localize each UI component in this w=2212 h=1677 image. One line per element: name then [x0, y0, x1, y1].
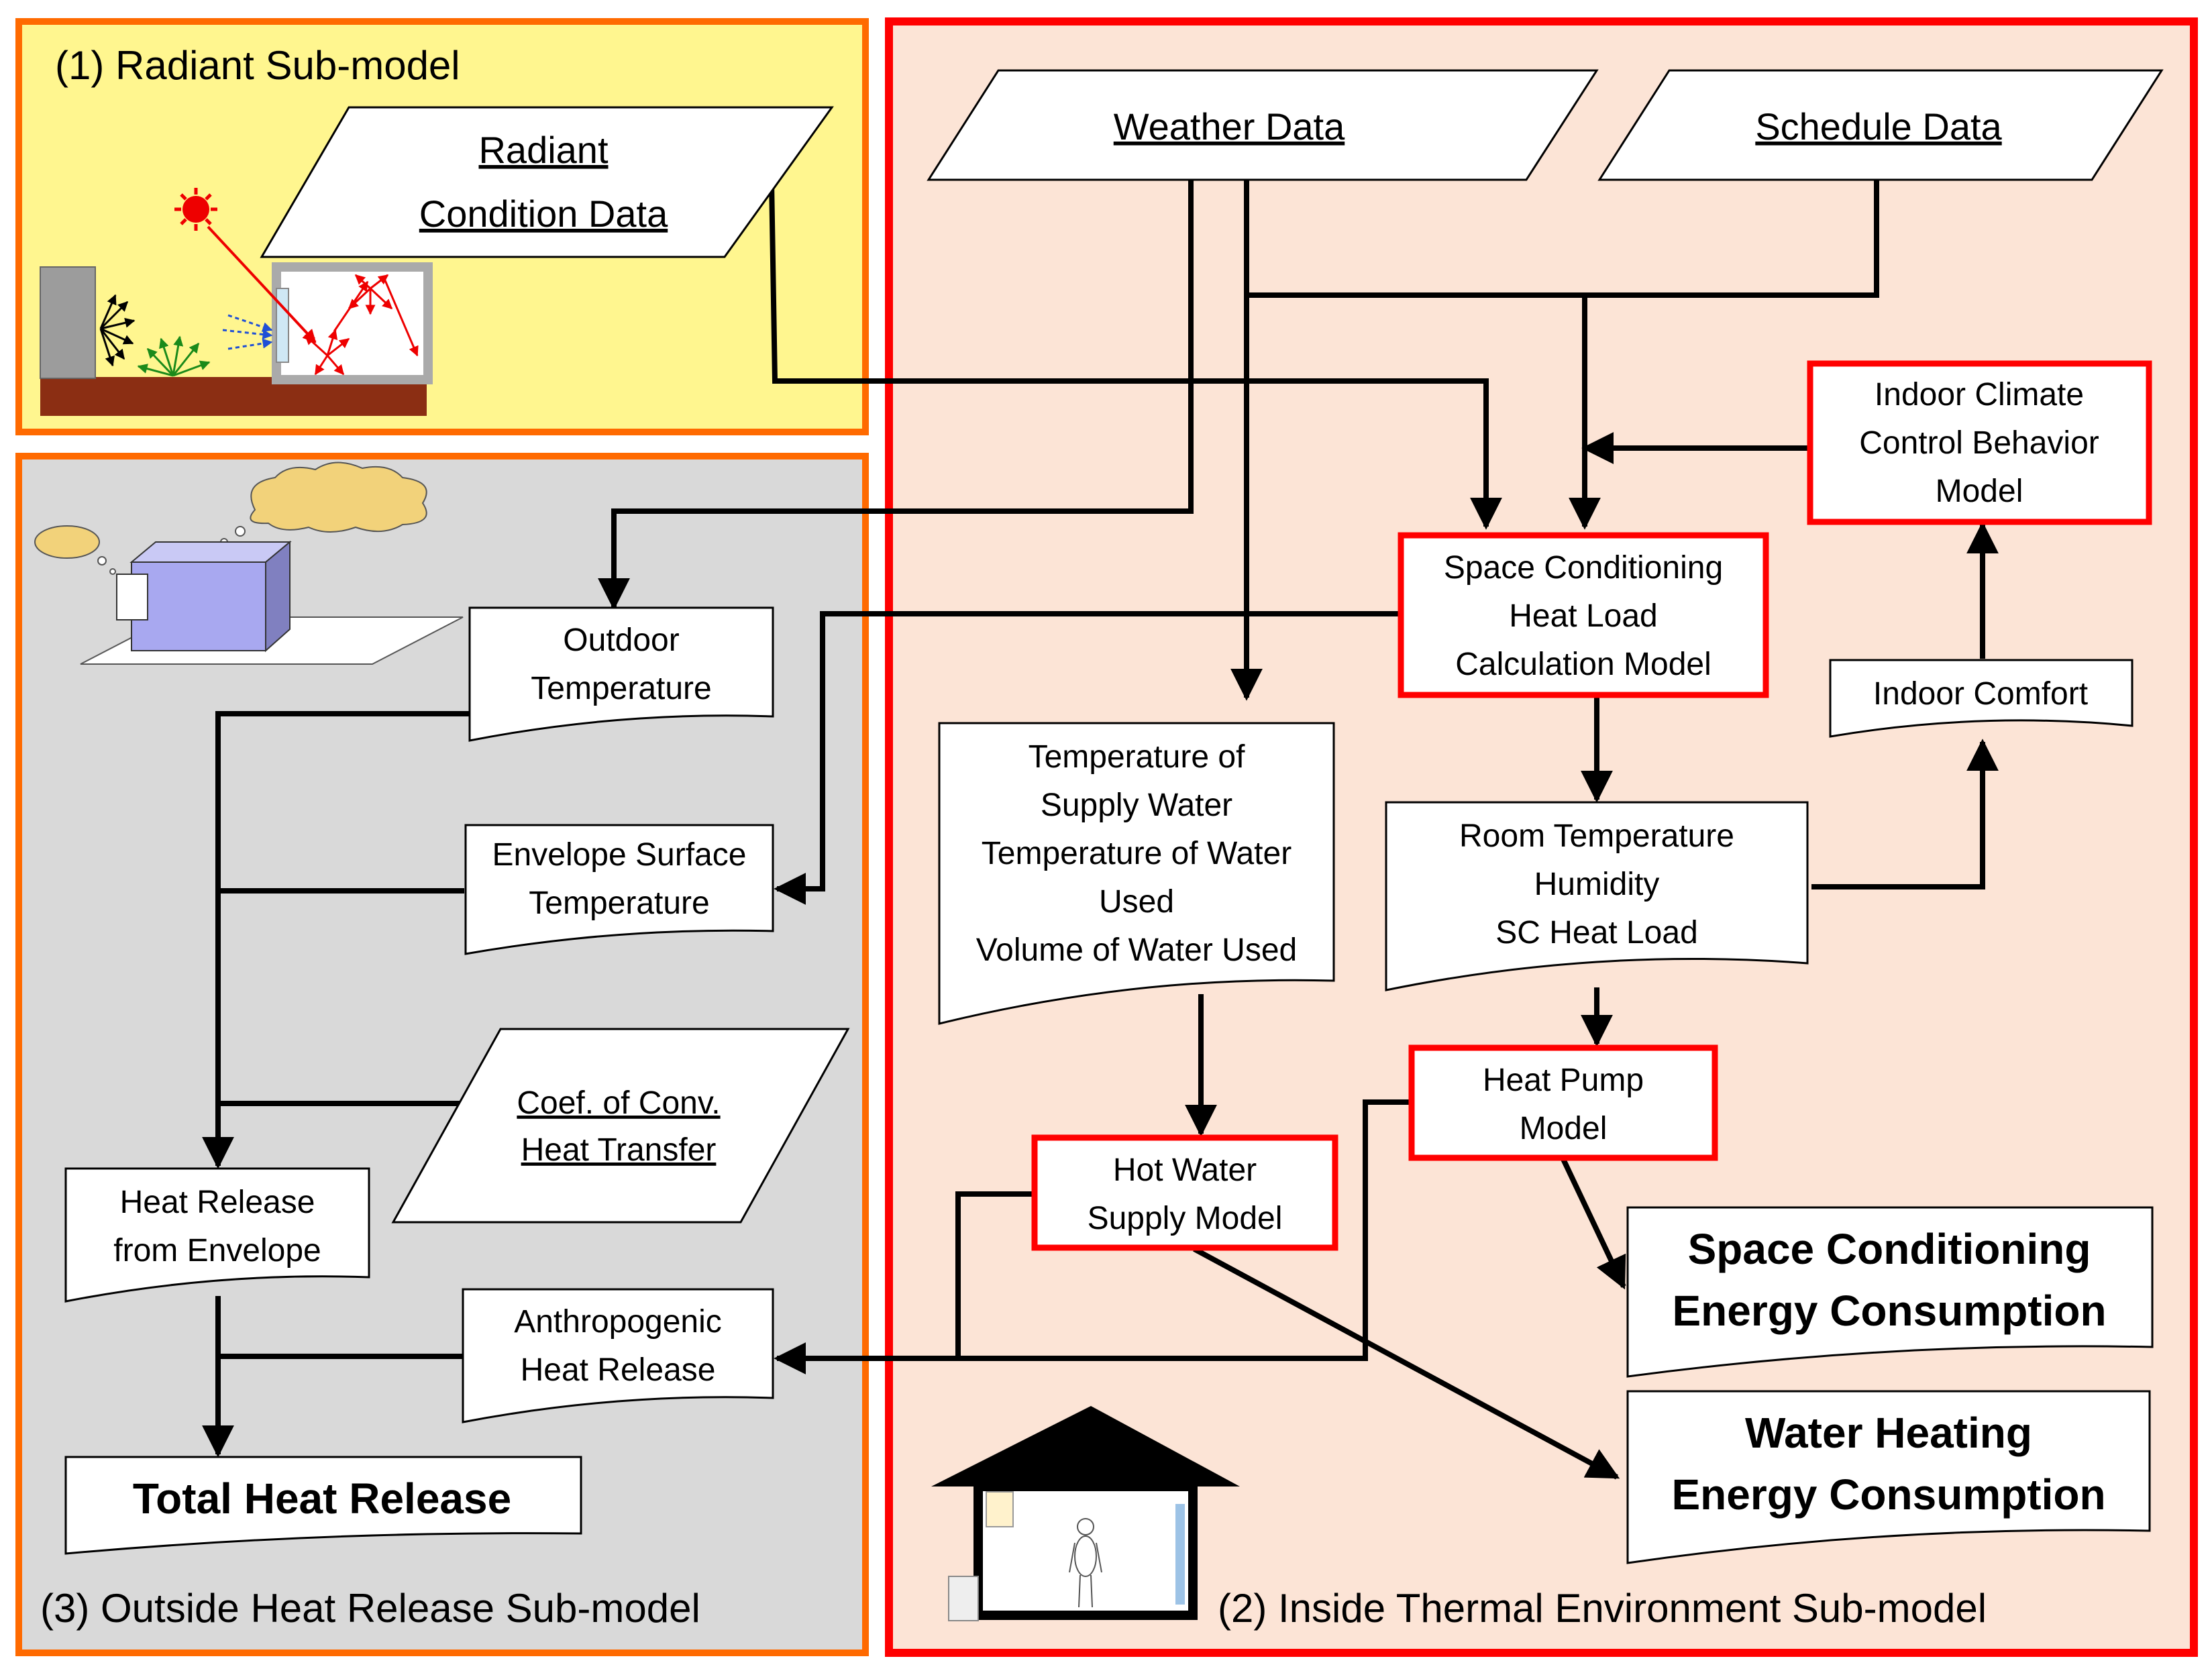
svg-text:Model: Model [1520, 1111, 1608, 1146]
weather-data: Weather Data [927, 69, 1599, 181]
total-heat-release-doc: Total Heat Release [64, 1456, 582, 1555]
svg-text:Energy Consumption: Energy Consumption [1671, 1470, 2105, 1519]
space-conditioning-model: Space Conditioning Heat Load Calculation… [1398, 532, 1769, 698]
outside-panel-title: (3) Outside Heat Release Sub-model [40, 1586, 700, 1631]
svg-text:Temperature of: Temperature of [1029, 739, 1245, 775]
svg-text:Schedule Data: Schedule Data [1755, 105, 2002, 148]
svg-text:Radiant: Radiant [478, 129, 608, 171]
svg-text:Heat Transfer: Heat Transfer [521, 1132, 717, 1168]
svg-text:Heat Release: Heat Release [120, 1185, 315, 1220]
radiant-panel-title: (1) Radiant Sub-model [55, 43, 460, 88]
svg-text:Condition Data: Condition Data [419, 193, 668, 235]
heat-pump-model: Heat Pump Model [1408, 1044, 1718, 1161]
svg-text:Total Heat Release: Total Heat Release [133, 1474, 511, 1523]
svg-text:Anthropogenic: Anthropogenic [514, 1304, 722, 1340]
hot-water-supply-model: Hot Water Supply Model [1031, 1134, 1338, 1251]
person-icon [1069, 1518, 1102, 1608]
sun-icon [174, 188, 217, 231]
svg-text:Temperature: Temperature [531, 671, 711, 706]
svg-text:Weather Data: Weather Data [1114, 105, 1345, 148]
svg-text:Energy Consumption: Energy Consumption [1672, 1287, 2106, 1335]
svg-text:Supply Water: Supply Water [1041, 788, 1232, 823]
svg-text:Outdoor: Outdoor [563, 623, 679, 658]
svg-text:Water Heating: Water Heating [1745, 1409, 2032, 1457]
svg-text:Control Behavior: Control Behavior [1859, 425, 2099, 461]
heat-release-envelope-doc: Heat Release from Envelope [64, 1167, 370, 1303]
svg-text:Heat Load: Heat Load [1509, 598, 1658, 634]
outdoor-temperature-doc: Outdoor Temperature [468, 606, 774, 742]
radiant-illustration [40, 188, 433, 416]
indoor-climate-control-model: Indoor Climate Control Behavior Model [1807, 360, 2152, 525]
svg-text:Room Temperature: Room Temperature [1459, 818, 1734, 854]
svg-text:Model: Model [1936, 474, 2023, 509]
svg-text:Hot Water: Hot Water [1113, 1152, 1257, 1188]
svg-text:Used: Used [1099, 884, 1174, 920]
svg-text:from Envelope: from Envelope [113, 1233, 321, 1268]
svg-text:Heat Release: Heat Release [521, 1352, 716, 1388]
svg-text:SC Heat Load: SC Heat Load [1495, 915, 1698, 951]
svg-text:Indoor Comfort: Indoor Comfort [1873, 676, 2088, 712]
anthropogenic-heat-release-doc: Anthropogenic Heat Release [462, 1288, 774, 1423]
inside-panel-title: (2) Inside Thermal Environment Sub-model [1218, 1586, 1987, 1631]
svg-text:Envelope Surface: Envelope Surface [492, 837, 747, 873]
svg-text:Space Conditioning: Space Conditioning [1444, 550, 1723, 586]
indoor-comfort-doc: Indoor Comfort [1829, 659, 2134, 738]
svg-text:Heat Pump: Heat Pump [1483, 1063, 1644, 1098]
house-icon [931, 1406, 1240, 1621]
envelope-surface-temperature-doc: Envelope Surface Temperature [464, 824, 774, 955]
svg-text:Humidity: Humidity [1534, 867, 1660, 902]
water-parameters-doc: Temperature of Supply Water Temperature … [938, 722, 1335, 1025]
radiant-condition-data: Radiant Condition Data [260, 106, 834, 258]
space-conditioning-energy-doc: Space Conditioning Energy Consumption [1626, 1206, 2154, 1378]
svg-text:Indoor Climate: Indoor Climate [1875, 377, 2084, 413]
coef-conv-heat-transfer: Coef. of Conv. Heat Transfer [391, 1028, 850, 1224]
water-heating-energy-doc: Water Heating Energy Consumption [1626, 1390, 2151, 1564]
connectors [202, 180, 1999, 1480]
svg-text:Calculation Model: Calculation Model [1455, 647, 1711, 682]
svg-text:Temperature of Water: Temperature of Water [982, 836, 1292, 871]
svg-text:Coef. of Conv.: Coef. of Conv. [517, 1085, 720, 1121]
schedule-data: Schedule Data [1597, 69, 2164, 181]
svg-text:Space Conditioning: Space Conditioning [1688, 1225, 2091, 1273]
outdoor-unit-illustration [34, 462, 464, 665]
svg-text:Volume of Water Used: Volume of Water Used [976, 932, 1297, 968]
svg-text:Temperature: Temperature [529, 885, 709, 921]
svg-text:Supply Model: Supply Model [1088, 1201, 1283, 1236]
room-temperature-doc: Room Temperature Humidity SC Heat Load [1385, 801, 1809, 991]
